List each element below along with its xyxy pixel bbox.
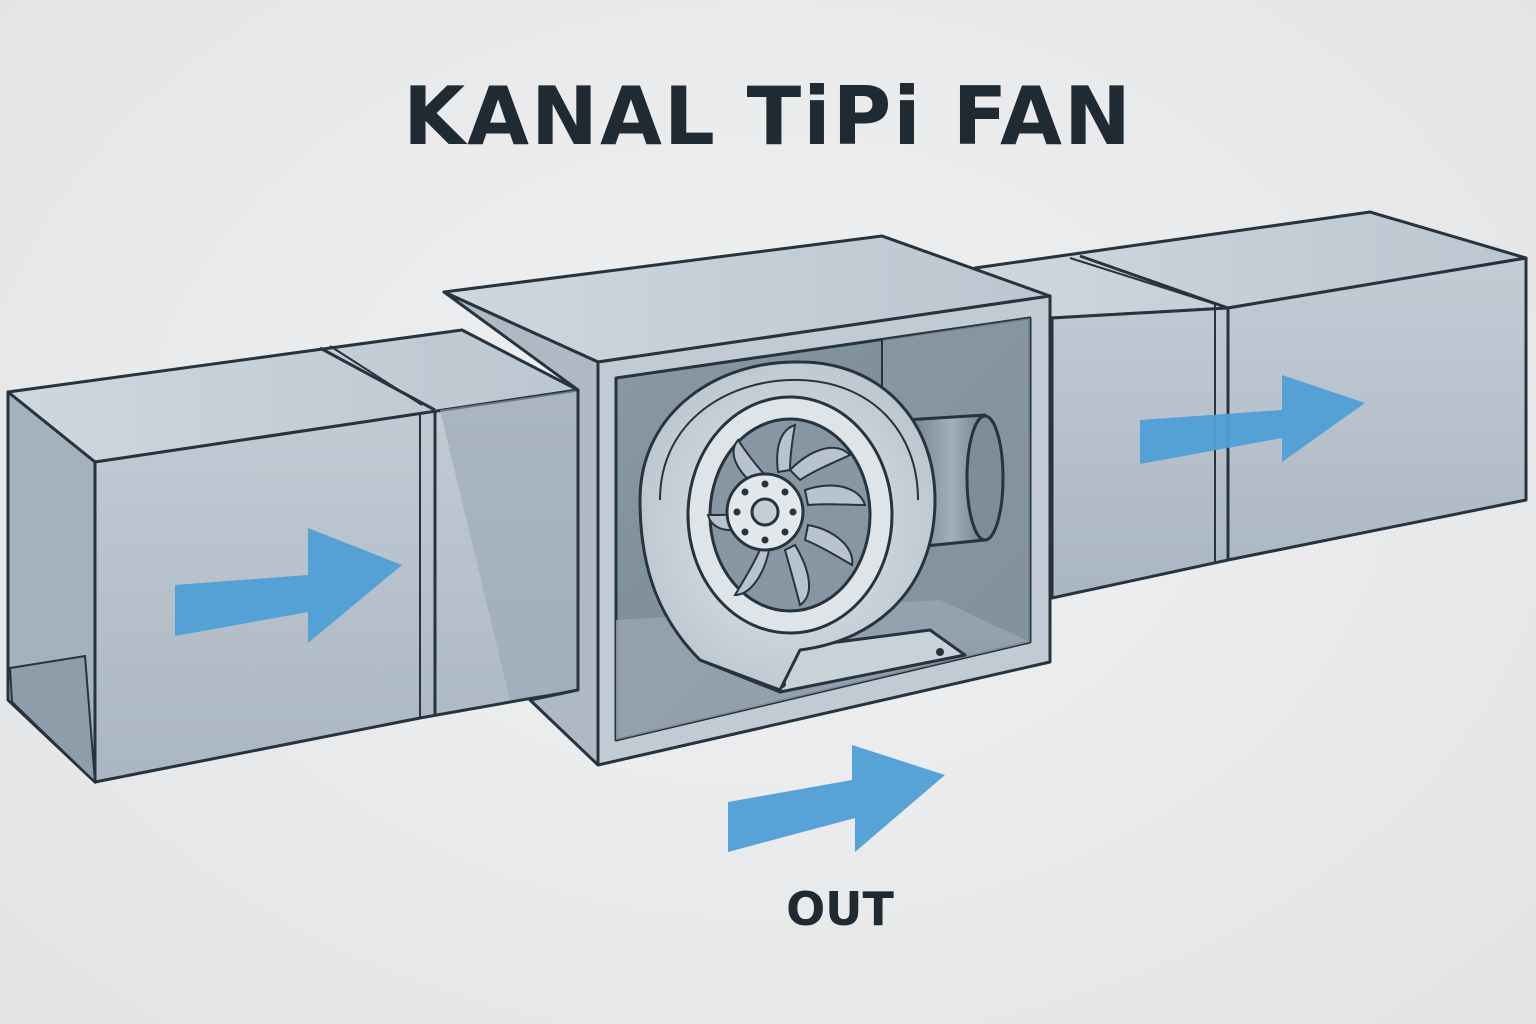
inlet-duct-shadow — [440, 390, 578, 700]
diagram-title: KANAL TiPi FAN — [403, 70, 1133, 163]
inlet-duct — [6, 328, 580, 785]
impeller-blade — [803, 484, 867, 507]
outlet-airflow-arrow — [1140, 375, 1365, 464]
hub-bolt — [781, 528, 789, 536]
hub-bolt — [733, 508, 741, 516]
inlet-duct-seam — [329, 345, 423, 406]
inlet-airflow-arrow — [175, 528, 402, 643]
outlet-duct-seam — [1069, 257, 1216, 305]
out-label: OUT — [786, 882, 894, 936]
impeller-blade — [788, 446, 852, 482]
out-airflow-arrow — [728, 745, 945, 852]
hub-bolt — [789, 508, 797, 516]
hub-bolt — [761, 480, 769, 488]
hub-bolt — [741, 528, 749, 536]
hub-bolt — [741, 488, 749, 496]
fan-impeller — [706, 423, 867, 607]
fan-scroll-rim — [659, 378, 919, 501]
mounting-bolt — [936, 648, 944, 656]
fan-hub-center — [750, 497, 780, 527]
outlet-duct — [973, 210, 1528, 600]
inlet-duct-inner — [8, 654, 97, 785]
hub-bolt — [761, 536, 769, 544]
impeller-blade — [733, 544, 772, 597]
hub-bolts — [733, 480, 797, 544]
impeller-blade — [776, 423, 797, 474]
impeller-blade — [803, 523, 854, 567]
hub-bolt — [781, 488, 789, 496]
centrifugal-fan — [638, 360, 1005, 694]
inlet-duct-seam — [319, 346, 436, 412]
fan-motor-end — [965, 414, 1005, 542]
impeller-blade — [783, 543, 811, 607]
